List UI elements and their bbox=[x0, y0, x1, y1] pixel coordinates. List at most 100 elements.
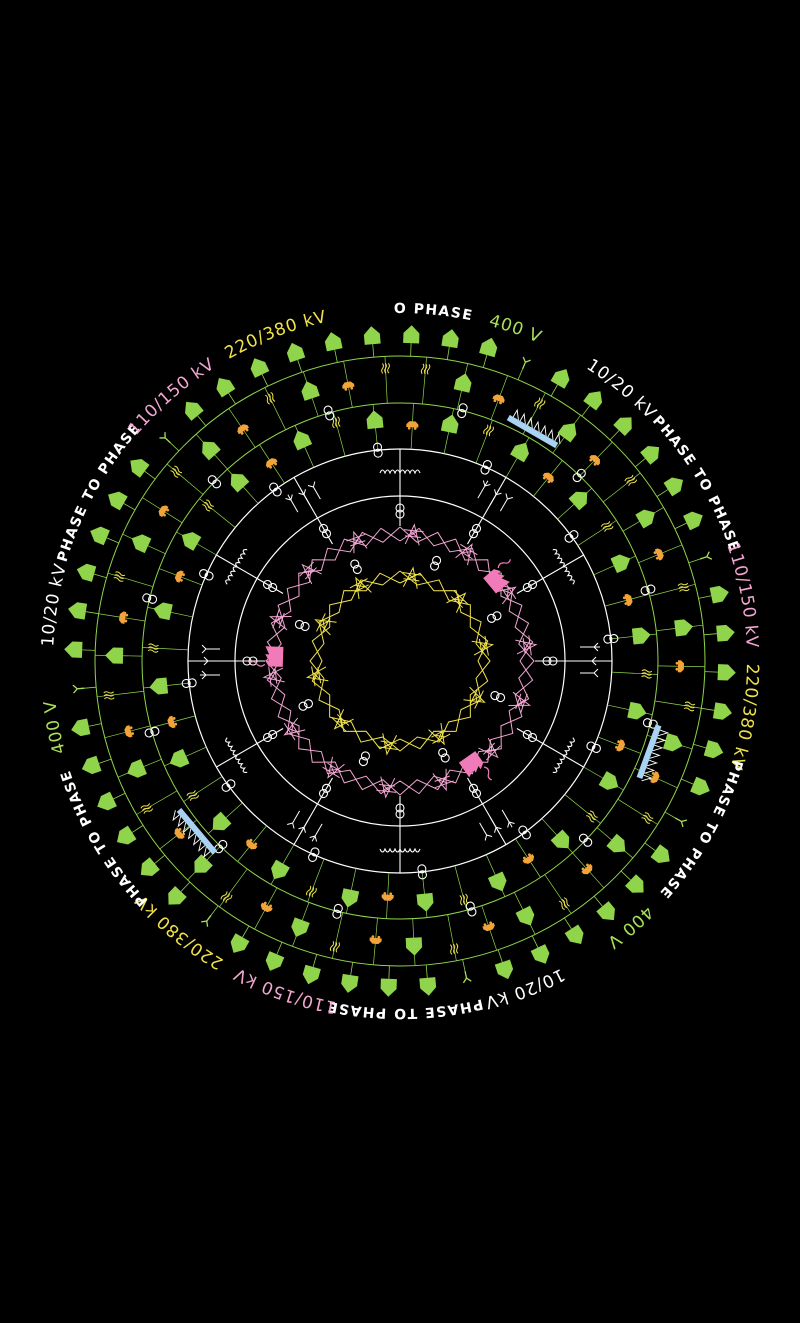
transformer-icon bbox=[269, 482, 282, 497]
transformer-icon bbox=[457, 403, 468, 419]
feeder-line bbox=[656, 489, 669, 497]
ring-label: 10/20 kV bbox=[583, 355, 661, 423]
feeder-line bbox=[701, 707, 715, 711]
house-icon bbox=[265, 951, 285, 971]
feeder-line bbox=[654, 700, 702, 709]
feeder-line bbox=[98, 758, 112, 764]
feeder-line bbox=[454, 865, 468, 911]
feeder-line bbox=[384, 356, 388, 404]
house-icon bbox=[149, 677, 169, 695]
house-icon bbox=[291, 917, 310, 938]
ring-400v-outer bbox=[94, 355, 706, 967]
feeder-line bbox=[256, 578, 284, 594]
transformer-icon bbox=[350, 559, 362, 575]
feeder-line bbox=[602, 472, 641, 503]
car-icon bbox=[246, 838, 258, 850]
feeder-line bbox=[531, 935, 539, 948]
house-icon bbox=[168, 886, 187, 905]
feeder-line bbox=[467, 777, 483, 805]
transformer-icon bbox=[465, 901, 477, 917]
ring-label: PHASE TO PHASE bbox=[649, 413, 742, 555]
heat-icon bbox=[641, 669, 653, 679]
feeder-line bbox=[350, 962, 354, 976]
house-icon bbox=[68, 602, 88, 620]
house-icon bbox=[403, 325, 420, 344]
transformer-icon bbox=[207, 475, 222, 489]
transformer-icon bbox=[395, 803, 405, 819]
transformer-icon bbox=[586, 741, 601, 753]
feeder-line bbox=[688, 558, 702, 564]
feeder-line bbox=[544, 874, 572, 914]
pylon-icon bbox=[508, 691, 532, 713]
car-icon bbox=[369, 935, 382, 945]
house-icon bbox=[81, 755, 102, 775]
transformer-icon bbox=[468, 523, 482, 539]
antenna-icon bbox=[72, 684, 85, 694]
heat-icon bbox=[331, 416, 341, 429]
car-icon bbox=[167, 715, 178, 729]
house-icon bbox=[440, 414, 459, 434]
house-icon bbox=[64, 641, 83, 658]
car-icon bbox=[342, 381, 355, 391]
ring-label: 110/150 kV bbox=[230, 963, 338, 1017]
feeder-line bbox=[664, 811, 677, 819]
house-icon bbox=[564, 924, 584, 945]
car-icon bbox=[542, 472, 554, 484]
feeder-line bbox=[446, 346, 450, 360]
feeder-line bbox=[180, 881, 191, 892]
feeder-line bbox=[577, 520, 617, 546]
transformer-icon bbox=[262, 579, 278, 593]
feeder-line bbox=[334, 349, 338, 363]
pylon-icon bbox=[428, 722, 451, 746]
heat-icon bbox=[147, 643, 159, 653]
feeder-line bbox=[422, 357, 427, 405]
feeder-line bbox=[617, 798, 658, 825]
heat-icon bbox=[624, 474, 638, 487]
car-icon bbox=[158, 505, 170, 518]
feeder-line bbox=[611, 671, 658, 675]
transformer-icon bbox=[358, 751, 371, 767]
feeder-line bbox=[425, 964, 428, 978]
house-icon bbox=[302, 964, 321, 985]
heat-icon bbox=[459, 893, 469, 906]
feeder-line bbox=[517, 367, 524, 380]
house-icon bbox=[76, 563, 97, 582]
car-icon bbox=[406, 421, 419, 430]
heat-icon bbox=[265, 392, 276, 405]
transformer-icon bbox=[372, 442, 383, 458]
pylon-icon bbox=[262, 666, 285, 687]
antenna-icon bbox=[201, 915, 212, 927]
feeder-line bbox=[97, 690, 144, 698]
heat-icon bbox=[558, 897, 570, 910]
house-icon bbox=[583, 391, 603, 411]
feeder-line bbox=[264, 387, 286, 430]
feeder-line bbox=[142, 647, 189, 651]
house-icon bbox=[97, 791, 117, 811]
transformer-icon bbox=[242, 656, 258, 666]
heat-icon bbox=[449, 943, 459, 955]
heat-icon bbox=[641, 812, 654, 824]
house-icon bbox=[703, 740, 724, 759]
heat-icon bbox=[677, 582, 690, 592]
wind-turbine-icon bbox=[580, 642, 600, 678]
pylon-icon bbox=[463, 686, 486, 709]
heat-icon bbox=[113, 571, 126, 582]
ring-400v-mid bbox=[141, 402, 659, 920]
transformer-icon bbox=[438, 747, 450, 763]
house-icon bbox=[453, 373, 472, 393]
feeder-line bbox=[312, 954, 318, 968]
feeder-line bbox=[475, 420, 493, 464]
ring-110-150kv-b bbox=[265, 527, 535, 795]
feeder-line bbox=[564, 917, 572, 930]
pylon-icon bbox=[299, 561, 322, 585]
feeder-line bbox=[261, 374, 269, 387]
antenna-icon bbox=[699, 551, 713, 560]
car-icon bbox=[237, 424, 249, 435]
transformer-icon bbox=[323, 405, 335, 421]
transformer-icon bbox=[564, 530, 579, 543]
ring-label: PHASE TO PHASE bbox=[0, 0, 475, 324]
house-icon bbox=[530, 944, 550, 964]
ring-10-20kv-inner bbox=[234, 495, 566, 827]
ring-220-380kv bbox=[311, 570, 489, 752]
house-icon bbox=[416, 892, 434, 912]
